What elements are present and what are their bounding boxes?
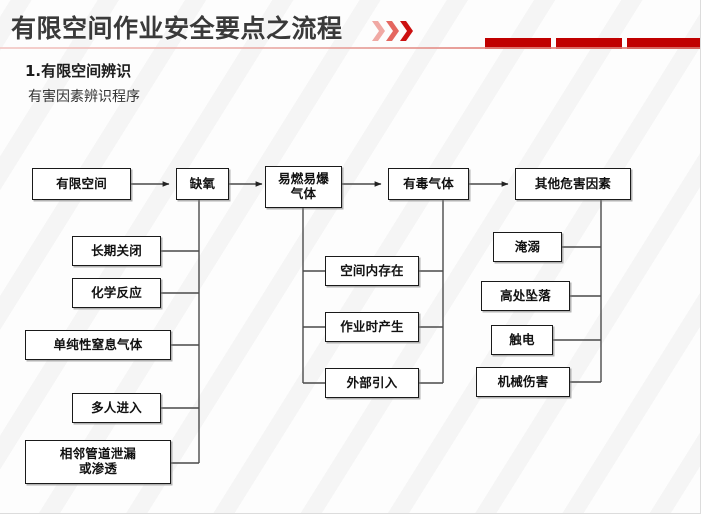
node-other-hazards[interactable]: 其他危害因素 [515, 168, 631, 200]
node-toxic-gas[interactable]: 有毒气体 [388, 168, 469, 200]
node-simple-asphyxiant-gas[interactable]: 单纯性窒息气体 [25, 330, 171, 360]
chevron-right-icon-1 [372, 21, 385, 41]
node-mechanical-injury[interactable]: 机械伤害 [476, 367, 570, 397]
node-electric-shock[interactable]: 触电 [491, 325, 553, 355]
double-chevron-right-icon [372, 20, 413, 42]
accent-bar-segment-1 [485, 38, 551, 49]
slide-header: 有限空间作业安全要点之流程 [0, 0, 701, 52]
page-title: 有限空间作业安全要点之流程 [11, 14, 343, 43]
header-accent-bar [485, 38, 701, 49]
header-divider-rule [0, 47, 701, 49]
node-generated-during-work[interactable]: 作业时产生 [325, 312, 419, 342]
node-fall-from-height[interactable]: 高处坠落 [481, 281, 570, 311]
node-long-term-closed[interactable]: 长期关闭 [72, 236, 161, 266]
node-oxygen-deficiency[interactable]: 缺氧 [176, 168, 229, 200]
node-existing-in-space[interactable]: 空间内存在 [325, 256, 419, 286]
node-drowning[interactable]: 淹溺 [493, 232, 562, 262]
node-chemical-reaction[interactable]: 化学反应 [72, 278, 161, 308]
accent-bar-segment-3 [627, 38, 701, 49]
accent-bar-segment-2 [556, 38, 622, 49]
node-adjacent-pipe-leak[interactable]: 相邻管道泄漏 或渗透 [25, 440, 171, 484]
section-heading: 1.有限空间辨识 [25, 62, 132, 80]
section-subheading: 有害因素辨识程序 [28, 89, 140, 105]
node-introduced-externally[interactable]: 外部引入 [325, 368, 419, 398]
chevron-right-icon-2 [386, 21, 399, 41]
node-multiple-entrants[interactable]: 多人进入 [72, 393, 161, 423]
node-confined-space[interactable]: 有限空间 [32, 168, 131, 200]
node-flammable-explosive-gas[interactable]: 易燃易爆 气体 [265, 166, 342, 208]
chevron-right-icon-3 [400, 21, 413, 41]
